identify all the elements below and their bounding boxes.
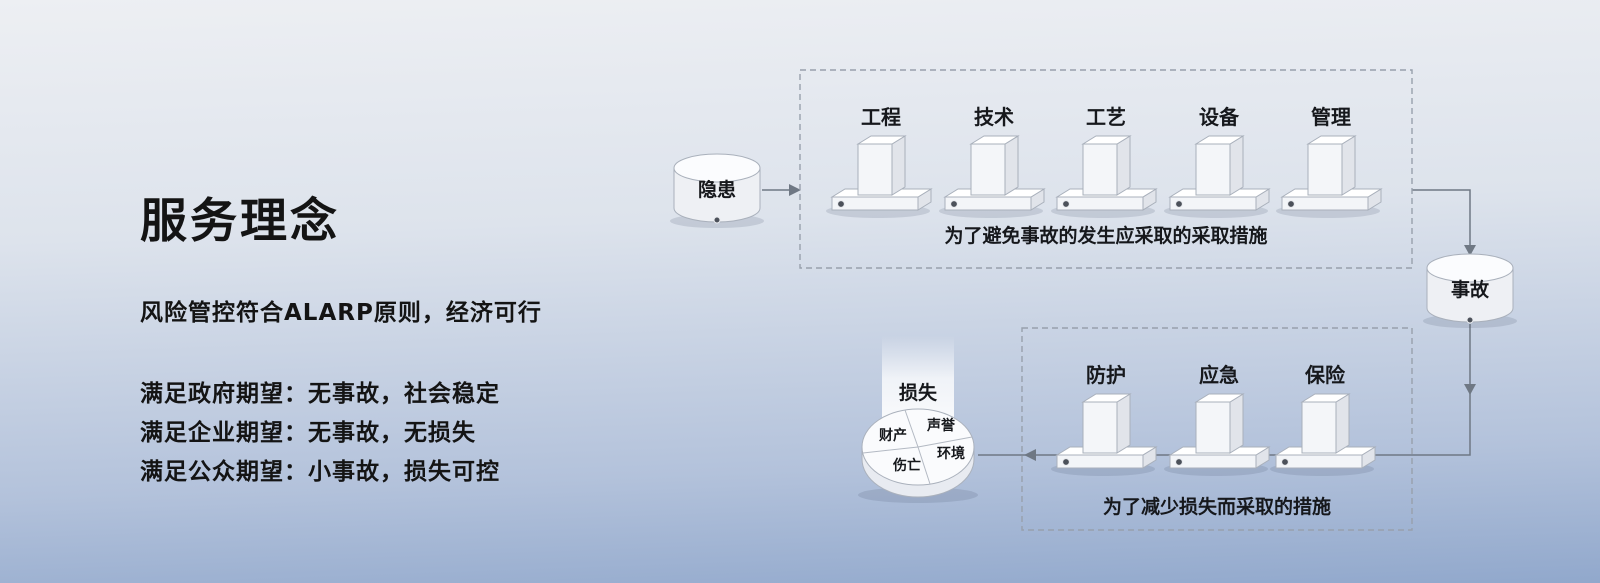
intro-panel: 服务理念 风险管控符合ALARP原则，经济可行 满足政府期望：无事故，社会稳定 … [140,182,542,492]
label-technology: 技术 [974,105,1014,129]
expectations-list: 满足政府期望：无事故，社会稳定 满足企业期望：无事故，无损失 满足公众期望：小事… [140,375,542,492]
page-title: 服务理念 [140,194,340,249]
loss-label: 损失 [899,381,938,404]
arrow-left-icon [1024,449,1036,461]
arrow-down-icon [1464,245,1476,256]
hazard-label: 隐患 [698,178,736,201]
label-insurance: 保险 [1304,363,1346,387]
mitigation-caption: 为了减少损失而采取的措施 [1103,495,1331,518]
label-equipment: 设备 [1199,105,1240,129]
loss-segment-casualty: 伤亡 [892,457,921,474]
pedestal-equipment-icon [1163,135,1270,219]
prevention-to-accident-line [1412,189,1471,246]
pedestal-engineering-icon [825,135,932,219]
loss-segment-environment: 环境 [937,445,965,462]
arrow-right-icon [789,184,801,196]
label-process: 工艺 [1086,105,1126,129]
label-protection: 防护 [1086,363,1126,387]
pedestal-technology-icon [938,135,1045,219]
pedestal-emergency-icon [1163,393,1270,477]
accident-label: 事故 [1451,278,1490,301]
arrow-down-icon [1464,384,1476,395]
pedestal-management-icon [1275,135,1382,219]
loss-pie-icon [858,408,978,503]
expectation-government: 满足政府期望：无事故，社会稳定 [140,381,500,407]
prevention-caption: 为了避免事故的发生应采取的采取措施 [944,224,1267,247]
expectation-enterprise: 满足企业期望：无事故，无损失 [140,420,476,446]
loss-segment-reputation: 声誉 [926,417,956,434]
loss-segment-property: 财产 [878,427,907,444]
pedestal-protection-icon [1050,393,1157,477]
flow-arrowheads [789,184,1476,461]
prevention-box [799,69,1413,269]
pedestal-process-icon [1050,135,1157,219]
label-management: 管理 [1311,105,1351,129]
label-emergency: 应急 [1199,363,1239,387]
label-engineering: 工程 [861,105,901,129]
mitigation-box [1021,327,1413,531]
pedestal-insurance-icon [1269,393,1376,477]
expectation-public: 满足公众期望：小事故，损失可控 [140,459,500,485]
subtitle: 风险管控符合ALARP原则，经济可行 [140,300,542,326]
